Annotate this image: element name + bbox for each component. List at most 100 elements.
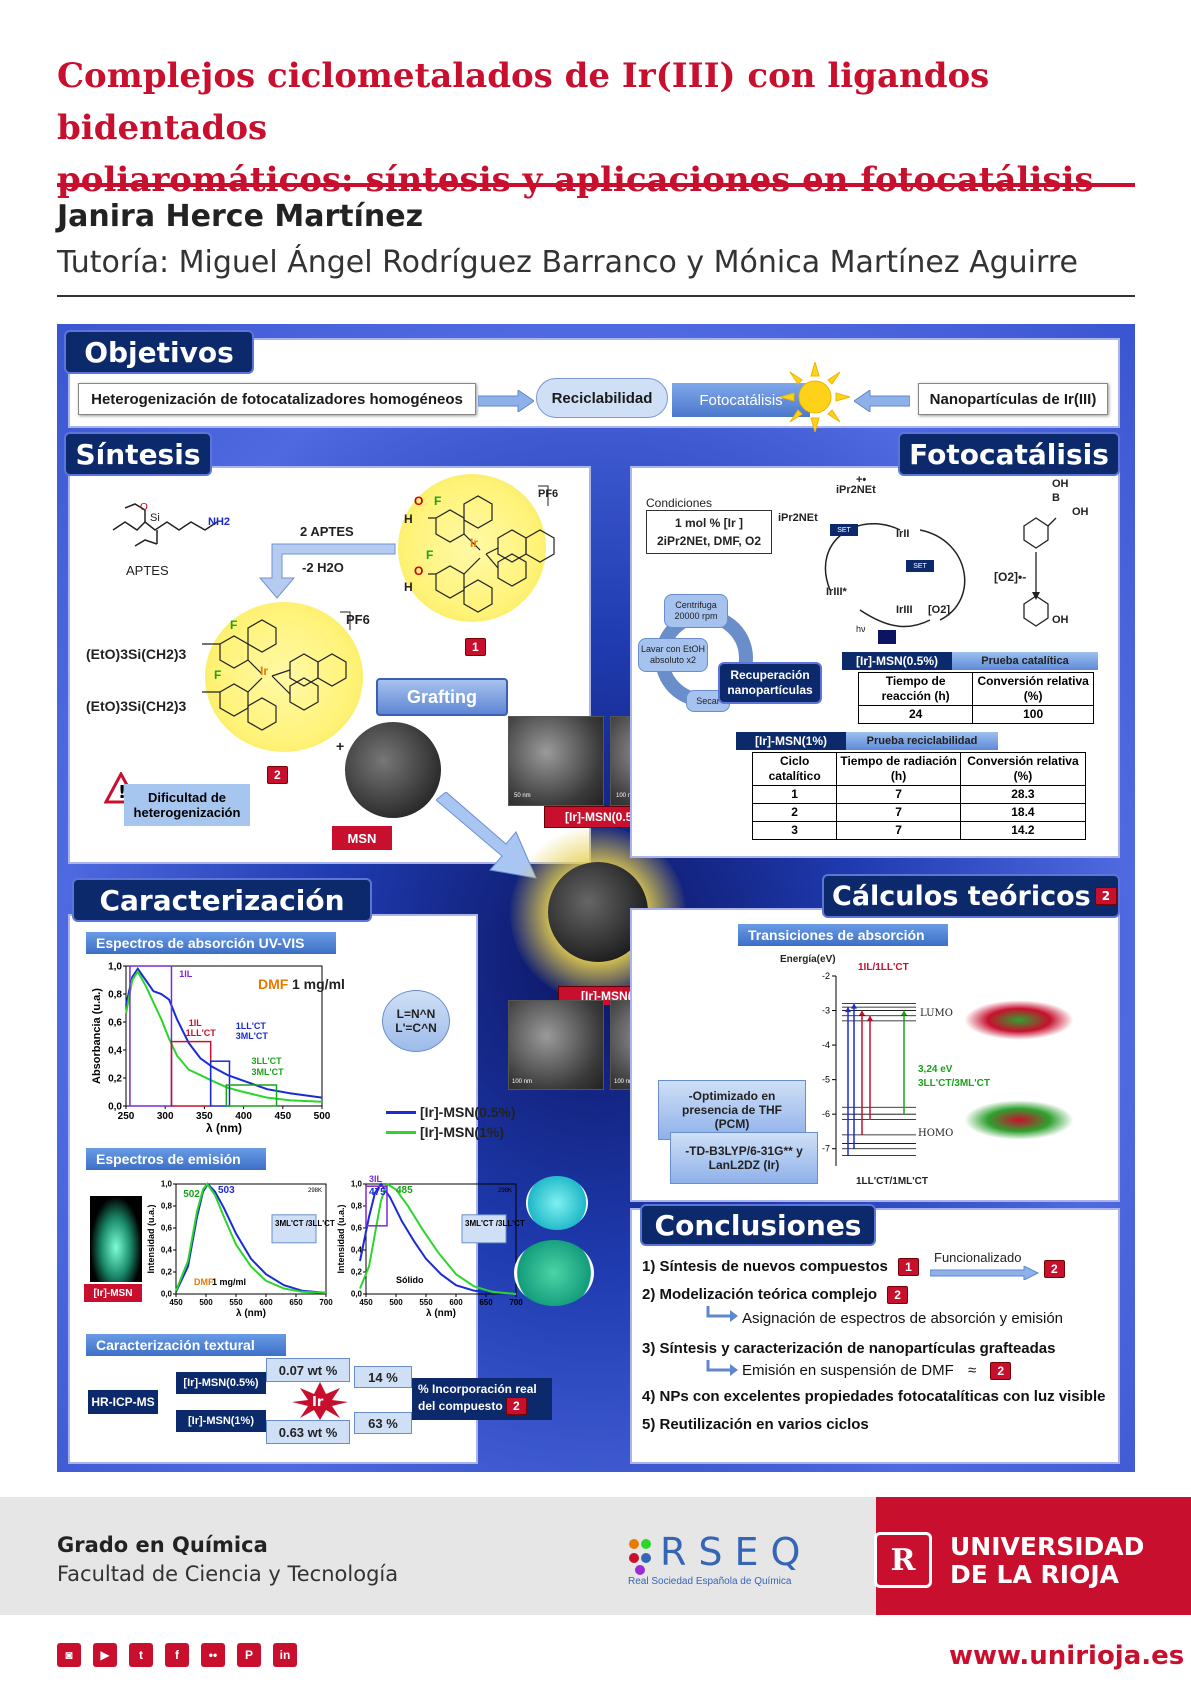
transition-annotation: 1IL	[179, 969, 193, 979]
msn-sphere	[345, 722, 441, 818]
conclusion-2: 2) Modelización teórica complejo 2	[642, 1286, 908, 1304]
table-header-cell: Tiempo de radiación (h)	[836, 752, 961, 786]
funcionalizado-arrow-icon	[930, 1266, 1040, 1280]
y-tick-label: -2	[822, 971, 830, 981]
complex1-f2: F	[426, 548, 434, 562]
y-tick-label: 0,8	[161, 1202, 173, 1211]
transition-region	[129, 965, 173, 1107]
sun-icon	[780, 362, 850, 432]
complex-2-glow	[205, 602, 363, 752]
aptes-nh2: NH2	[208, 516, 231, 528]
conclusion-badge: 2	[887, 1286, 908, 1304]
y-tick-label: 0,4	[351, 1246, 363, 1255]
dmf-label: DMF	[194, 1277, 214, 1287]
emission-assignment-box	[461, 1214, 507, 1244]
x-tick-label: 550	[419, 1298, 433, 1307]
lc-label: L'=C^N	[395, 1021, 437, 1035]
two-aptes-label: 2 APTES	[300, 524, 354, 539]
table-header-cell: Conversión relativa (%)	[972, 672, 1094, 706]
table-cell: 7	[836, 785, 961, 804]
transition-arrowhead	[845, 1007, 851, 1013]
x-tick-label: 650	[479, 1298, 493, 1307]
boronic-oh1: OH	[1052, 478, 1069, 490]
tutors: Tutoría: Miguel Ángel Rodríguez Barranco…	[57, 245, 1078, 280]
minus-water-label: -2 H2O	[302, 560, 344, 575]
transition-annotation: 3ML'CT	[236, 1031, 269, 1041]
cycle-ipr2net-plus: +•	[856, 474, 867, 486]
table-cell: 14.2	[959, 821, 1087, 840]
x-tick-label: 450	[359, 1298, 373, 1307]
legend-label: [Ir]-MSN(1%)	[420, 1124, 504, 1140]
rseq-sub: Real Sociedad Española de Química	[628, 1576, 792, 1587]
y-tick-label: 1,0	[351, 1180, 363, 1189]
centrifuga-step: Centrifuga 20000 rpm	[664, 594, 728, 628]
x-tick-label: 500	[314, 1111, 331, 1122]
y-tick-label: 0,2	[161, 1268, 173, 1277]
emission-assignment: 3ML'CT /3LL'CT	[465, 1219, 525, 1228]
facultad-label: Facultad de Ciencia y Tecnología	[57, 1562, 399, 1586]
pinterest-icon[interactable]: P	[237, 1643, 261, 1667]
cycle-ipr2net-left: iPr2NEt	[778, 512, 818, 524]
complex-1-structure	[428, 485, 555, 613]
powder-photo-1	[526, 1176, 588, 1230]
complex2-pf6: PF6	[346, 612, 370, 627]
cycle-irii: IrII	[896, 528, 910, 540]
x-tick-label: 250	[118, 1111, 135, 1122]
incorporacion-badge: 2	[506, 1397, 527, 1415]
prueba-rec-label: Prueba reciclabilidad	[846, 732, 998, 750]
emission-assignment-box	[271, 1214, 317, 1244]
homo-label: HOMO	[918, 1128, 954, 1139]
cond-line1: 1 mol % [Ir ]	[674, 516, 743, 530]
transition-annotation: 1LL'CT	[186, 1028, 217, 1038]
facebook-icon[interactable]: f	[165, 1643, 189, 1667]
complex2-badge: 2	[267, 766, 288, 784]
y-axis-label: Intensidad (u.a.)	[336, 1204, 346, 1273]
condiciones-label: Condiciones	[646, 496, 713, 510]
youtube-icon[interactable]: ▶	[93, 1643, 117, 1667]
objetivo-reciclabilidad: Reciclabilidad	[536, 378, 668, 418]
tem-image-1	[508, 716, 604, 806]
instagram-icon[interactable]: ◙	[57, 1643, 81, 1667]
uv-legend-1: [Ir]-MSN(0.5%)	[386, 1104, 516, 1120]
conclusiones-header: Conclusiones	[640, 1204, 876, 1246]
recyclability-table: Ciclo catalítico Tiempo de radiación (h)…	[751, 752, 1087, 840]
grafting-button: Grafting	[376, 678, 508, 716]
author-rule	[57, 295, 1135, 297]
table-cell: 3	[751, 821, 838, 840]
ur-band	[876, 1497, 1191, 1615]
conclusion-2-sub: Asignación de espectros de absorción y e…	[742, 1310, 1064, 1327]
rseq-logo: RSEQ	[660, 1530, 813, 1574]
complex-2-structure	[202, 611, 351, 731]
sample-label: [Ir]-MSN	[84, 1284, 142, 1302]
x-tick-label: 650	[289, 1298, 303, 1307]
complex1-o2: O	[414, 564, 424, 578]
y-tick-label: 0,2	[108, 1073, 122, 1084]
table-cell: 18.4	[959, 803, 1087, 822]
boronic-acid-structure	[1023, 517, 1057, 627]
emission-assignment: 3ML'CT /3LL'CT	[275, 1219, 335, 1228]
transition-arrowhead	[867, 1015, 873, 1021]
x-tick-label: 700	[319, 1298, 333, 1307]
ur-name-line1: UNIVERSIDAD	[950, 1532, 1145, 1561]
textural-title: Caracterización textural	[86, 1334, 286, 1356]
table-row: 2 7 18.4	[751, 803, 1087, 822]
homo-orbital	[964, 1100, 1074, 1140]
linkedin-icon[interactable]: in	[273, 1643, 297, 1667]
table-row: Tiempo de reacción (h) Conversión relati…	[857, 672, 1094, 706]
caracterizacion-header: Caracterización	[72, 878, 372, 922]
table-header-cell: Ciclo catalítico	[751, 752, 838, 786]
flickr-icon[interactable]: ••	[201, 1643, 225, 1667]
twitter-icon[interactable]: t	[129, 1643, 153, 1667]
tem-scale-3: 100 nm	[512, 1079, 533, 1085]
table-cell: 7	[836, 803, 961, 822]
x-tick-label: 500	[199, 1298, 213, 1307]
transition-annotation: 1IL	[189, 1018, 203, 1028]
series-line	[359, 1182, 517, 1295]
pct-value-2: 63 %	[354, 1412, 412, 1434]
website-link[interactable]: www.unirioja.es	[949, 1641, 1185, 1671]
incorporacion-text: % Incorporación real del compuesto	[418, 1382, 537, 1413]
energia-label: Energía(eV)	[780, 954, 836, 965]
